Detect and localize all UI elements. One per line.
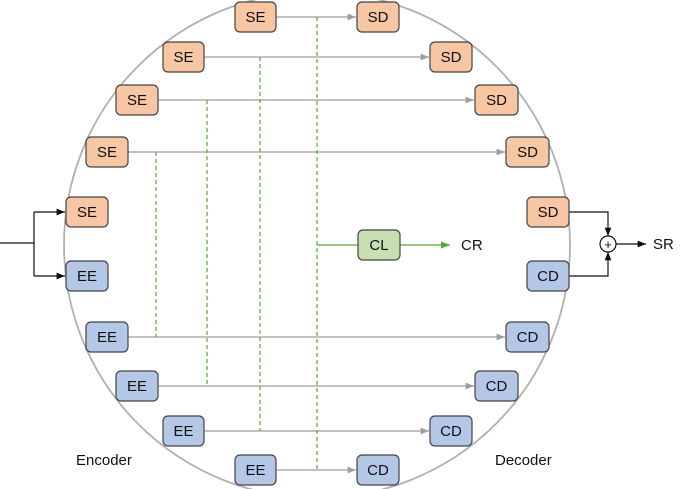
se-node-4: SE <box>85 136 129 168</box>
sd-node-5-label: SD <box>538 204 559 221</box>
input-fork <box>0 208 65 280</box>
sum-symbol: + <box>604 237 612 252</box>
se-node-5-label: SE <box>77 204 97 221</box>
se-node-5: SE <box>65 196 109 228</box>
cd-node-5-label: CD <box>367 462 389 479</box>
sd-node-4: SD <box>505 136 550 168</box>
decoder-label: Decoder <box>495 452 552 469</box>
sd-node-3: SD <box>474 84 519 116</box>
classifier-node: CL <box>357 229 401 261</box>
se-node-1-label: SE <box>245 9 265 26</box>
ee-node-1: EE <box>65 260 109 292</box>
sd-node-2-label: SD <box>441 49 462 66</box>
output-sum: + <box>569 211 646 277</box>
ee-node-5-label: EE <box>245 462 265 479</box>
ee-node-4: EE <box>162 415 205 447</box>
cd-node-4: CD <box>429 415 473 447</box>
se-node-1: SE <box>234 1 277 33</box>
sd-node-5: SD <box>526 196 570 228</box>
cd-node-4-label: CD <box>440 423 462 440</box>
sd-node-4-label: SD <box>517 144 538 161</box>
se-node-4-label: SE <box>97 144 117 161</box>
cd-node-2: CD <box>505 321 550 353</box>
sd-node-2: SD <box>429 41 473 73</box>
se-node-3-label: SE <box>127 92 147 109</box>
cd-node-3-label: CD <box>486 378 508 395</box>
cd-node-1-label: CD <box>537 268 559 285</box>
ee-node-2-label: EE <box>97 329 117 346</box>
green-dashed-connections <box>155 17 318 470</box>
ee-node-4-label: EE <box>173 423 193 440</box>
ee-node-2: EE <box>85 321 129 353</box>
sr-output-label: SR <box>653 236 674 253</box>
cd-node-2-label: CD <box>517 329 539 346</box>
sd-node-1-label: SD <box>368 9 389 26</box>
ee-node-1-label: EE <box>77 268 97 285</box>
ee-node-3-label: EE <box>127 378 147 395</box>
se-node-2-label: SE <box>173 49 193 66</box>
cd-node-3: CD <box>474 370 519 402</box>
cd-node-5: CD <box>356 454 400 486</box>
encoder-label: Encoder <box>76 452 132 469</box>
ee-node-3: EE <box>115 370 159 402</box>
sd-node-3-label: SD <box>486 92 507 109</box>
sd-node-1: SD <box>356 1 400 33</box>
se-node-3: SE <box>115 84 159 116</box>
se-node-2: SE <box>162 41 205 73</box>
ee-node-5: EE <box>234 454 277 486</box>
cr-output-label: CR <box>461 237 483 254</box>
classifier-node-label: CL <box>369 237 388 254</box>
cd-node-1: CD <box>526 260 570 292</box>
model-boundary-circle <box>63 0 571 489</box>
